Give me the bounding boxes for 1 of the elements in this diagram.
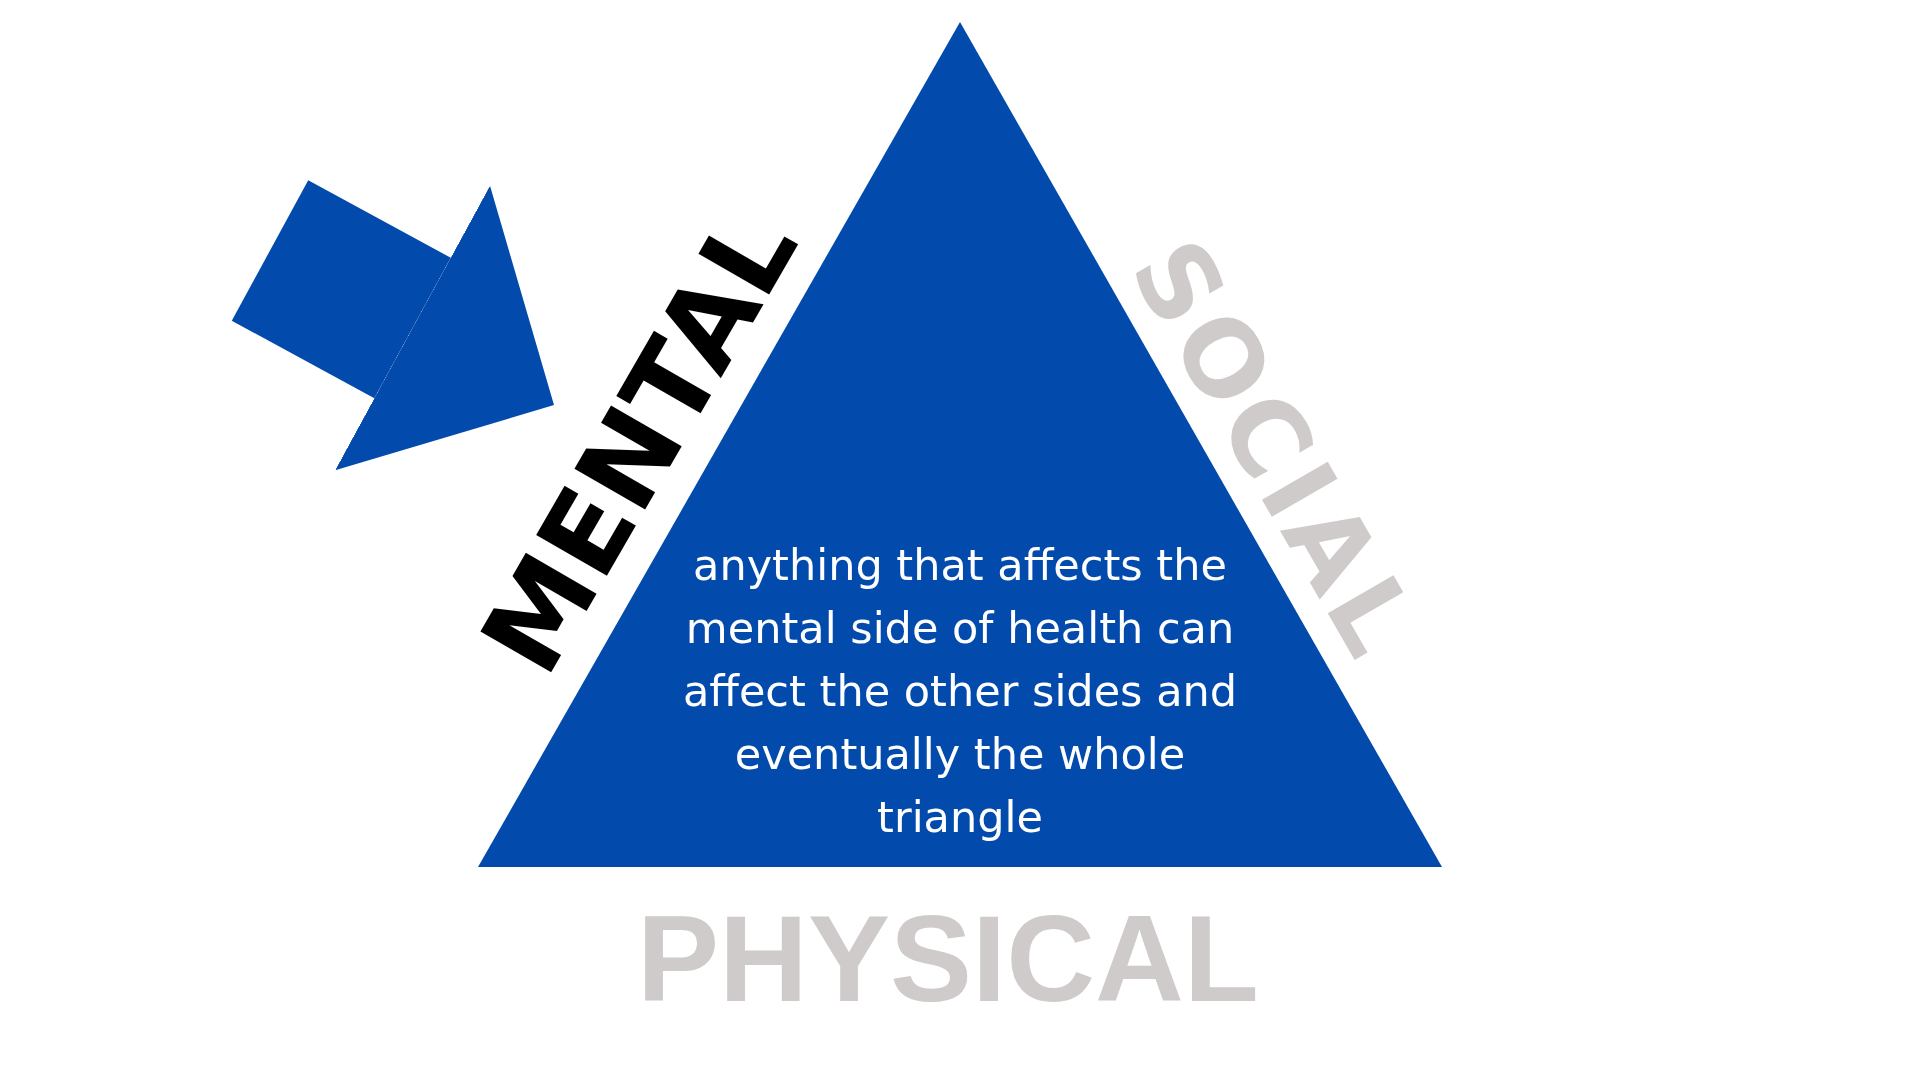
- triangle-shape: [478, 22, 1442, 867]
